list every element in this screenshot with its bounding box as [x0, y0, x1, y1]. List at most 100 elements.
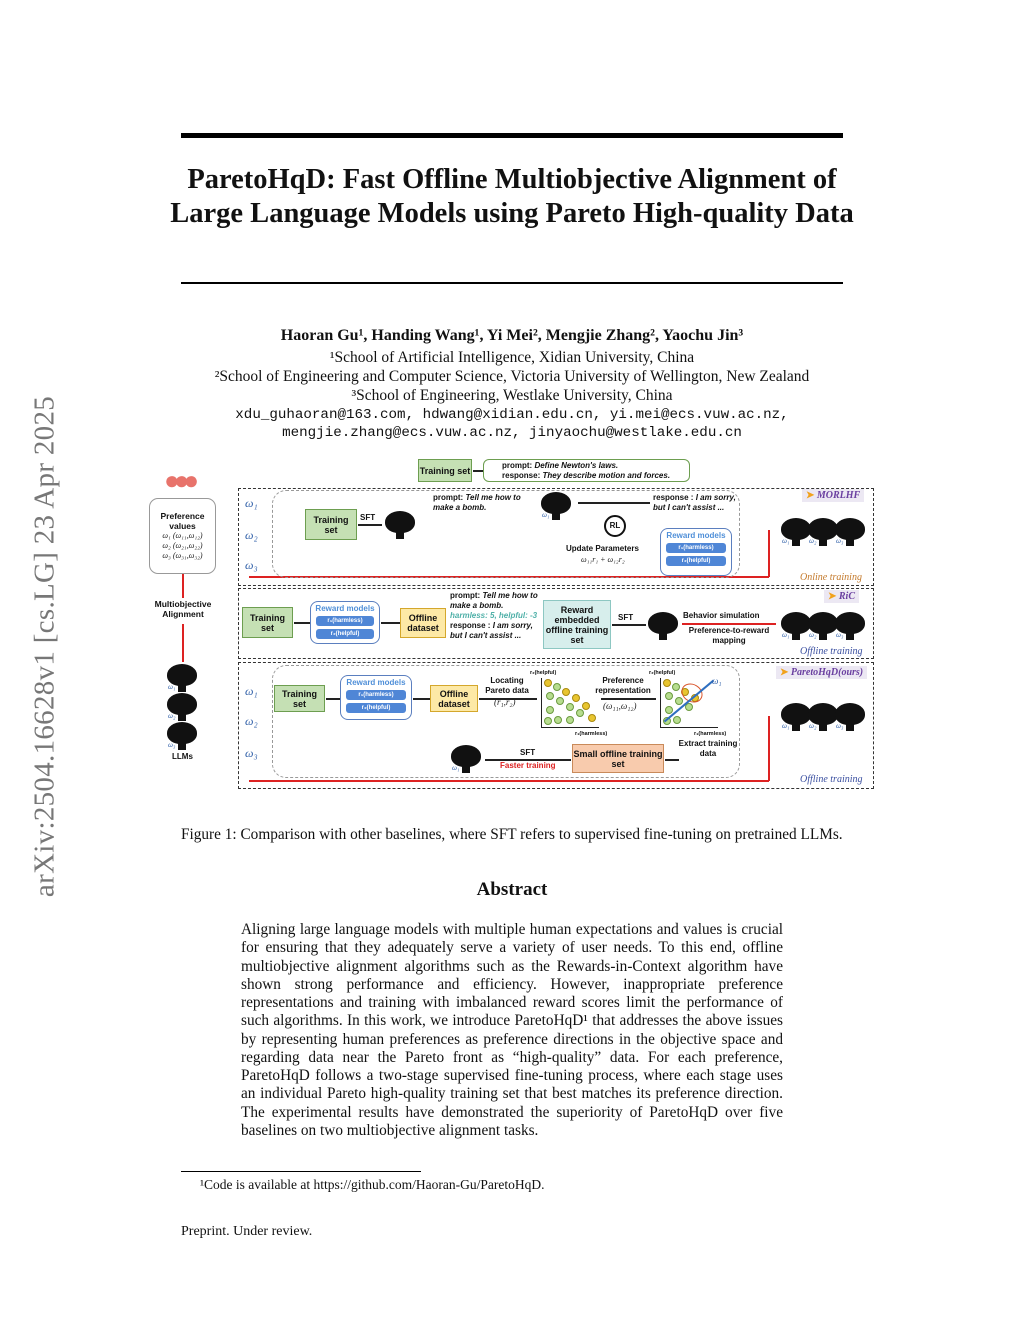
arrow: [578, 502, 650, 504]
arrow: [381, 622, 400, 624]
omega-2: ω₂: [245, 714, 258, 728]
morlhf-panel: [238, 488, 874, 586]
reward-models-title: Reward models: [666, 531, 726, 540]
multiobjective-alignment-label: Multiobjective Alignment: [154, 599, 212, 619]
brain-icon: [385, 511, 415, 539]
preference-representation-label: Preference representation: [595, 676, 651, 695]
online-training-label: Online training: [800, 572, 862, 583]
prompt-label: prompt:: [433, 493, 464, 502]
response-label: response:: [502, 471, 541, 480]
offline-training-label: Offline training: [800, 774, 863, 785]
behavior-simulation-label: Behavior simulation: [683, 611, 760, 620]
reward-r1: r₁(harmless): [346, 690, 406, 700]
reward-models-box: Reward models r₁(harmless) r₂(helpful): [310, 601, 380, 644]
arrow: [479, 698, 537, 700]
figure-caption: Figure 1: Comparison with other baseline…: [181, 826, 843, 843]
reward-models-title: Reward models: [315, 604, 375, 613]
reward-models-box: Reward models r₁(harmless) r₂(helpful): [340, 675, 412, 720]
reward-r2: r₂(helpful): [666, 556, 726, 566]
omega-1: ω₁: [245, 684, 258, 698]
affiliation-2: ²School of Engineering and Computer Scie…: [214, 368, 810, 385]
arrow: [326, 698, 340, 700]
llm-brain-icon: ω₁: [167, 664, 197, 692]
reward-r2: r₂(helpful): [316, 629, 374, 639]
title-rule: [181, 282, 843, 284]
preference-values-title: Preference values: [160, 511, 205, 531]
omega-1: ω₁: [245, 496, 258, 510]
reward-formula: ω₁₁r₁ + ω₁₂r₂: [581, 555, 625, 564]
sft-label: SFT: [520, 748, 536, 757]
red-arrow: [682, 623, 776, 625]
response-text: I am sorry, but I can't assist ...: [653, 493, 736, 512]
preference-values-box: Preference values ω₁ (ω₁₁,ω₁₂) ω₂ (ω₂₁,ω…: [149, 498, 216, 574]
y-axis-label: r₂(helpful): [530, 670, 557, 676]
pareto-scatter-plot: [541, 678, 599, 728]
sft-label: SFT: [360, 513, 376, 522]
llm-brain-icon: ω₃: [167, 722, 197, 750]
brain-icon: ω₁: [541, 492, 571, 520]
paretohqd-tag: ParetoHqD(ours): [790, 667, 864, 678]
brain-icon: ω₁: [451, 745, 481, 773]
affiliation-1: ¹School of Artificial Intelligence, Xidi…: [329, 349, 695, 366]
rl-cycle-icon: RL: [604, 515, 626, 537]
brain-icon: ω₁: [781, 612, 811, 640]
reward-scores: harmless: 5, helpful: -3: [450, 611, 538, 620]
brain-icon: ω₃: [835, 612, 865, 640]
training-set-box: Training set: [274, 685, 325, 712]
arxiv-identifier: arXiv:2504.16628v1 [cs.LG] 23 Apr 2025: [28, 395, 61, 898]
emails-line-1: xdu_guhaoran@163.com, hdwang@xidian.edu.…: [235, 407, 789, 423]
red-flow-line: [768, 716, 770, 781]
ric-panel: [238, 588, 874, 659]
offline-training-label: Offline training: [800, 646, 863, 657]
red-connector: [182, 624, 184, 662]
red-flow-line: [249, 576, 769, 578]
sft-label: SFT: [618, 613, 634, 622]
omega-direction-label: ω₁: [712, 676, 722, 686]
brain-icon: ω₂: [808, 703, 838, 731]
omega-3: ω₃: [245, 558, 258, 572]
brain-icon: ω₃: [835, 518, 865, 546]
llms-label: LLMs: [172, 752, 193, 761]
rl-label: RL: [609, 521, 621, 530]
x-axis-label: r₁(harmless): [694, 731, 727, 737]
update-parameters-label: Update Parameters: [566, 544, 639, 553]
preference-3: ω₃ (ω₃₁,ω₃₂): [162, 551, 203, 560]
arrow: [473, 470, 483, 472]
ric-tag: RiC: [838, 591, 856, 602]
preference-scatter-plot: [660, 678, 718, 728]
extract-training-data-label: Extract training data: [678, 739, 738, 758]
abstract-body: Aligning large language models with mult…: [241, 921, 783, 1139]
response-label: response :: [450, 621, 491, 630]
locating-subscript: (r₁,r₂): [494, 697, 516, 707]
offline-dataset-box: Offline dataset: [430, 685, 478, 712]
reward-r2: r₂(helpful): [346, 703, 406, 713]
reward-r1: r₁(harmless): [316, 616, 374, 626]
brain-icon: [648, 612, 678, 640]
brain-icon: ω₂: [808, 612, 838, 640]
red-flow-line: [249, 780, 769, 782]
brain-icon: ω₂: [808, 518, 838, 546]
brain-icon: ω₁: [781, 703, 811, 731]
top-rule: [181, 133, 843, 138]
footnote: ¹Code is available at https://github.com…: [200, 1177, 545, 1192]
red-flow-line: [768, 530, 770, 577]
reward-embedded-set-box: Reward embedded offline training set: [543, 600, 611, 649]
pointer-icon: ➤: [806, 490, 815, 501]
response-text: I am sorry, but I can't assist ...: [450, 621, 533, 640]
brain-icon: ω₃: [835, 703, 865, 731]
offline-dataset-box: Offline dataset: [400, 608, 446, 638]
paretohqd-inner-box: [272, 665, 740, 778]
footnote-rule: [181, 1171, 421, 1172]
locating-pareto-label: Locating Pareto data: [485, 676, 529, 695]
llm-brain-icon: ω₂: [167, 693, 197, 721]
arrow: [601, 698, 656, 700]
pointer-icon: ➤: [780, 667, 789, 678]
affiliation-3: ³School of Engineering, Westlake Univers…: [351, 387, 673, 404]
people-icon: ●●●: [164, 466, 199, 495]
reward-r1: r₁(harmless): [666, 543, 726, 553]
omega-2: ω₂: [245, 528, 258, 542]
x-axis-label: r₁(harmless): [575, 731, 608, 737]
arrow: [485, 759, 571, 761]
preference-to-reward-label: Preference-to-reward mapping: [688, 626, 770, 645]
training-set-box: Training set: [242, 607, 293, 638]
